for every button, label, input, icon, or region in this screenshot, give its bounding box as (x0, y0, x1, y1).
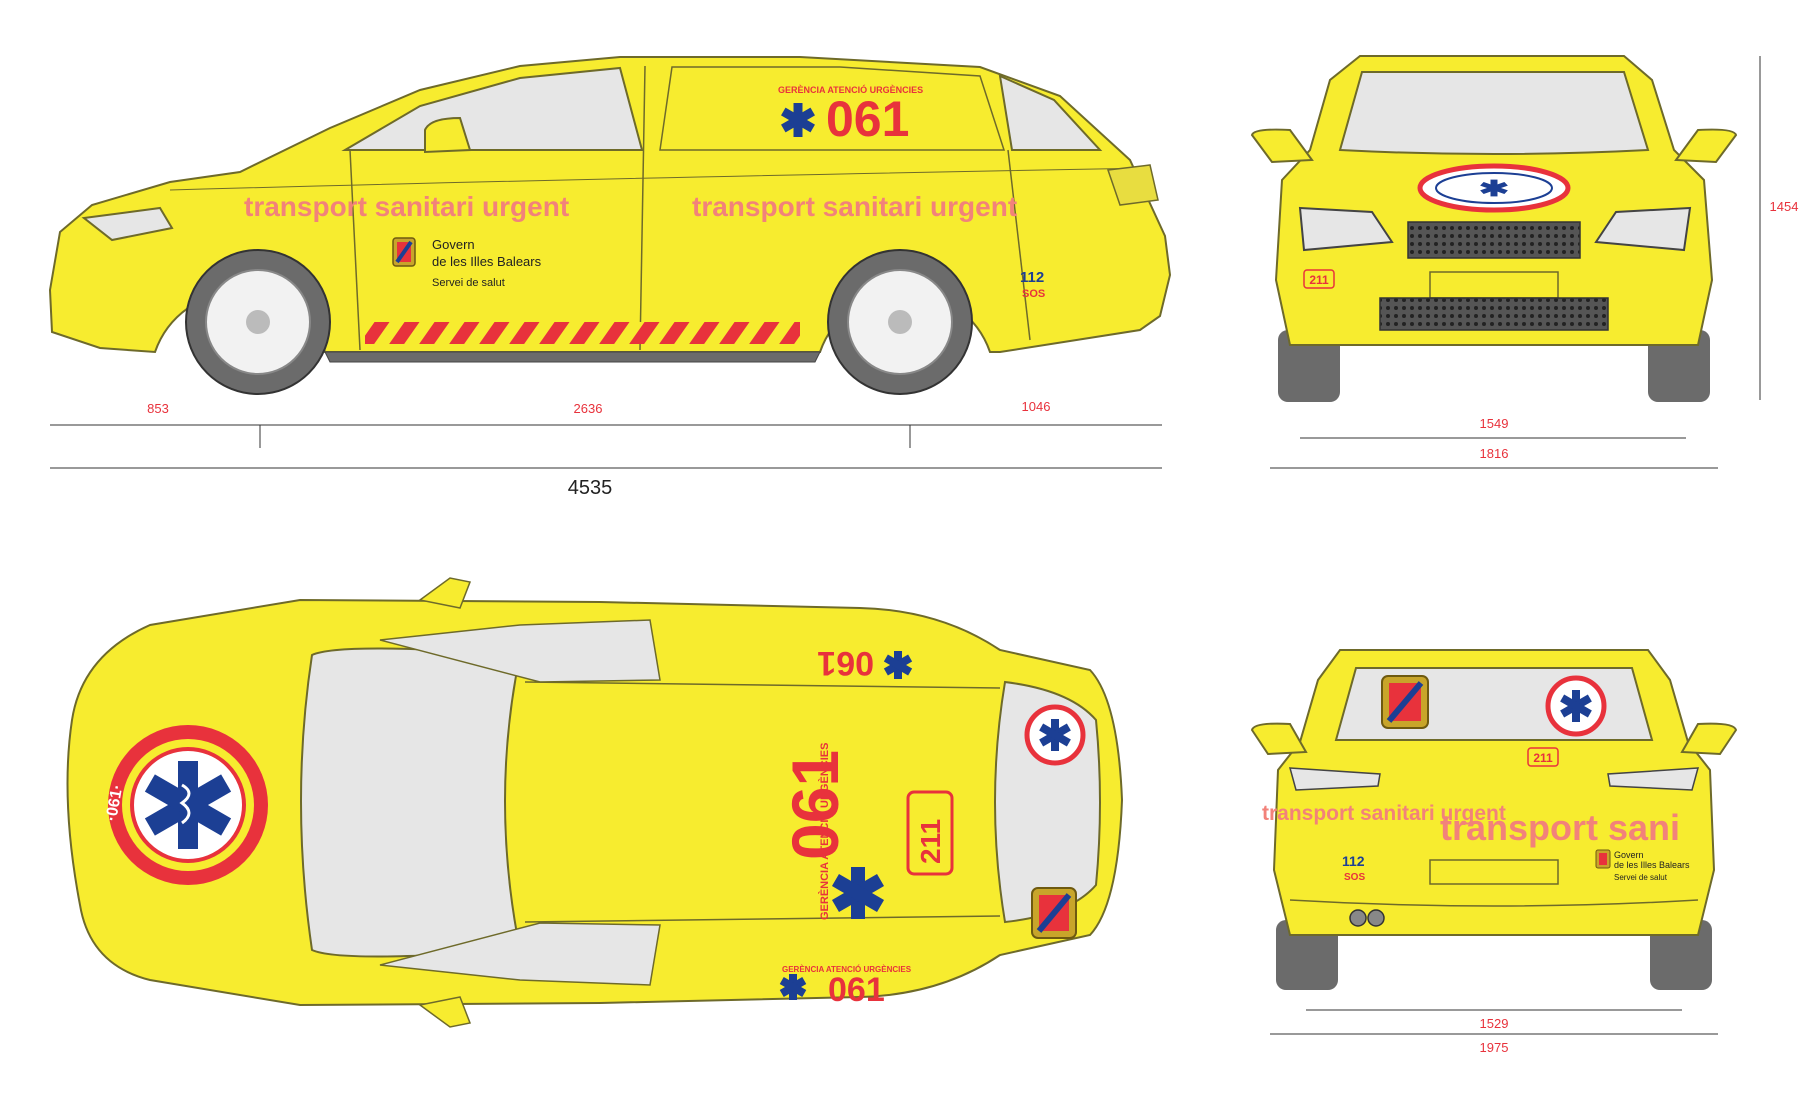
dim-rear-track: 1529 (1480, 1016, 1509, 1031)
rear-mirror-right (1680, 722, 1738, 756)
front-headlight-right (1594, 206, 1692, 252)
front-plate (1429, 271, 1559, 299)
top-side-window-upper (379, 619, 661, 683)
side-112-label: 112 (1020, 269, 1044, 286)
side-govern-line3: Servei de salut (432, 277, 505, 289)
dim-height: 1454 (1770, 199, 1799, 214)
roof-unit-badge (906, 790, 954, 876)
top-mirror-upper (418, 577, 472, 609)
star-of-life-icon (781, 103, 815, 137)
dim-front-track: 1549 (1480, 416, 1509, 431)
balearic-shield-icon (1595, 849, 1611, 869)
side-sill (324, 351, 821, 363)
rear-tyre-left (1276, 920, 1338, 990)
front-dimensions: 1549 1816 1454 (1270, 56, 1799, 469)
side-wheel-rear (827, 249, 973, 395)
front-mirror-right (1674, 128, 1738, 164)
rear-window-roundel (1024, 704, 1086, 766)
exhaust-pipes (1349, 909, 1385, 927)
rear-slogan-large: transport sani (1440, 807, 1680, 848)
star-of-life-icon (1480, 179, 1508, 197)
front-view: 211 (1250, 55, 1738, 402)
side-govern-line1: Govern (432, 237, 475, 252)
top-upper-number-061: 061 (817, 644, 874, 682)
front-unit-number: 211 (1309, 273, 1329, 287)
side-window-front (341, 66, 644, 151)
top-view: ·061· GERÈNCIA ATENCIÓ URGÈNCIES 061 211… (66, 577, 1124, 1028)
dim-rear-width: 1975 (1480, 1040, 1509, 1055)
side-sos-label: SOS (1022, 288, 1045, 300)
side-window-rear (998, 74, 1103, 151)
dim-total-length: 4535 (568, 477, 613, 499)
front-grille (1407, 221, 1581, 259)
rear-bumper-line (1289, 899, 1699, 907)
rear-dimensions: 1529 1975 (1270, 1009, 1718, 1055)
front-unit-badge (1303, 269, 1335, 289)
top-mirror-lower (418, 996, 472, 1028)
rear-window-roundel (1545, 675, 1607, 737)
rear-tyre-right (1650, 920, 1712, 990)
side-slogan: transport sanitari urgent (244, 191, 569, 222)
side-govern-line2: de les Illes Balears (432, 254, 542, 269)
balearic-shield-icon (1031, 887, 1077, 939)
star-of-life-icon (831, 867, 885, 919)
side-window-middle (659, 66, 1006, 151)
roof-number-061: 061 (778, 750, 852, 860)
roof-unit-number: 211 (915, 819, 946, 864)
rear-plate (1429, 859, 1559, 885)
side-door-line (639, 65, 646, 351)
front-lower-grille (1379, 297, 1609, 331)
rear-slogan: transport sanitari urgent (1262, 802, 1506, 825)
dim-wheelbase: 2636 (574, 401, 603, 416)
star-of-life-icon (144, 761, 232, 849)
front-headlight-left (1298, 206, 1394, 252)
front-tyre-left (1278, 330, 1340, 402)
front-tyre-right (1648, 330, 1710, 402)
rear-taillight-right (1607, 767, 1700, 791)
star-of-life-icon (883, 651, 913, 679)
side-view: GERÈNCIA ATENCIÓ URGÈNCIES 061 transport… (48, 56, 1172, 395)
side-wheel-front (185, 249, 331, 395)
side-headlight (81, 206, 174, 242)
top-windshield (300, 647, 522, 958)
front-mirror-left (1250, 128, 1314, 164)
side-door-line (1007, 149, 1031, 341)
side-hazard-stripes (365, 322, 800, 344)
rear-govern-line1: Govern (1614, 850, 1644, 860)
top-side-window-lower (379, 922, 661, 986)
rear-govern-line3: Servei de salut (1614, 873, 1668, 882)
side-taillight (1106, 164, 1159, 206)
top-roof-rail (524, 915, 1001, 923)
rear-govern-line2: de les Illes Balears (1614, 860, 1690, 870)
rear-view: 211 transport sanitari urgent transport … (1250, 649, 1738, 990)
rear-taillight-left (1288, 767, 1381, 791)
side-number-061: 061 (826, 91, 909, 147)
side-mirror (424, 116, 472, 154)
top-lower-agency-text: GERÈNCIA ATENCIÓ URGÈNCIES (782, 965, 912, 974)
dim-front-width: 1816 (1480, 446, 1509, 461)
rear-112-label: 112 (1342, 853, 1365, 869)
rear-unit-badge (1527, 747, 1559, 767)
side-character-line (169, 167, 1151, 191)
top-roof-rail (524, 681, 1001, 689)
dim-front-overhang: 853 (147, 401, 169, 416)
side-dimensions: 853 2636 1046 4535 (50, 399, 1162, 499)
rear-unit-number: 211 (1533, 751, 1553, 765)
rear-mirror-left (1250, 722, 1308, 756)
hood-roundel-number: ·061· (103, 783, 126, 823)
balearic-shield-icon (1381, 675, 1429, 729)
balearic-shield-icon (392, 237, 416, 267)
side-slogan: transport sanitari urgent (692, 191, 1017, 222)
side-door-line (349, 149, 361, 351)
top-lower-number-061: 061 (828, 971, 885, 1009)
rear-sos-label: SOS (1344, 872, 1365, 883)
dim-rear-overhang: 1046 (1022, 399, 1051, 414)
side-agency-text: GERÈNCIA ATENCIÓ URGÈNCIES (778, 84, 923, 95)
roof-agency-text: GERÈNCIA ATENCIÓ URGÈNCIES (818, 743, 831, 920)
front-windshield (1338, 71, 1650, 155)
star-of-life-icon (779, 974, 807, 1000)
